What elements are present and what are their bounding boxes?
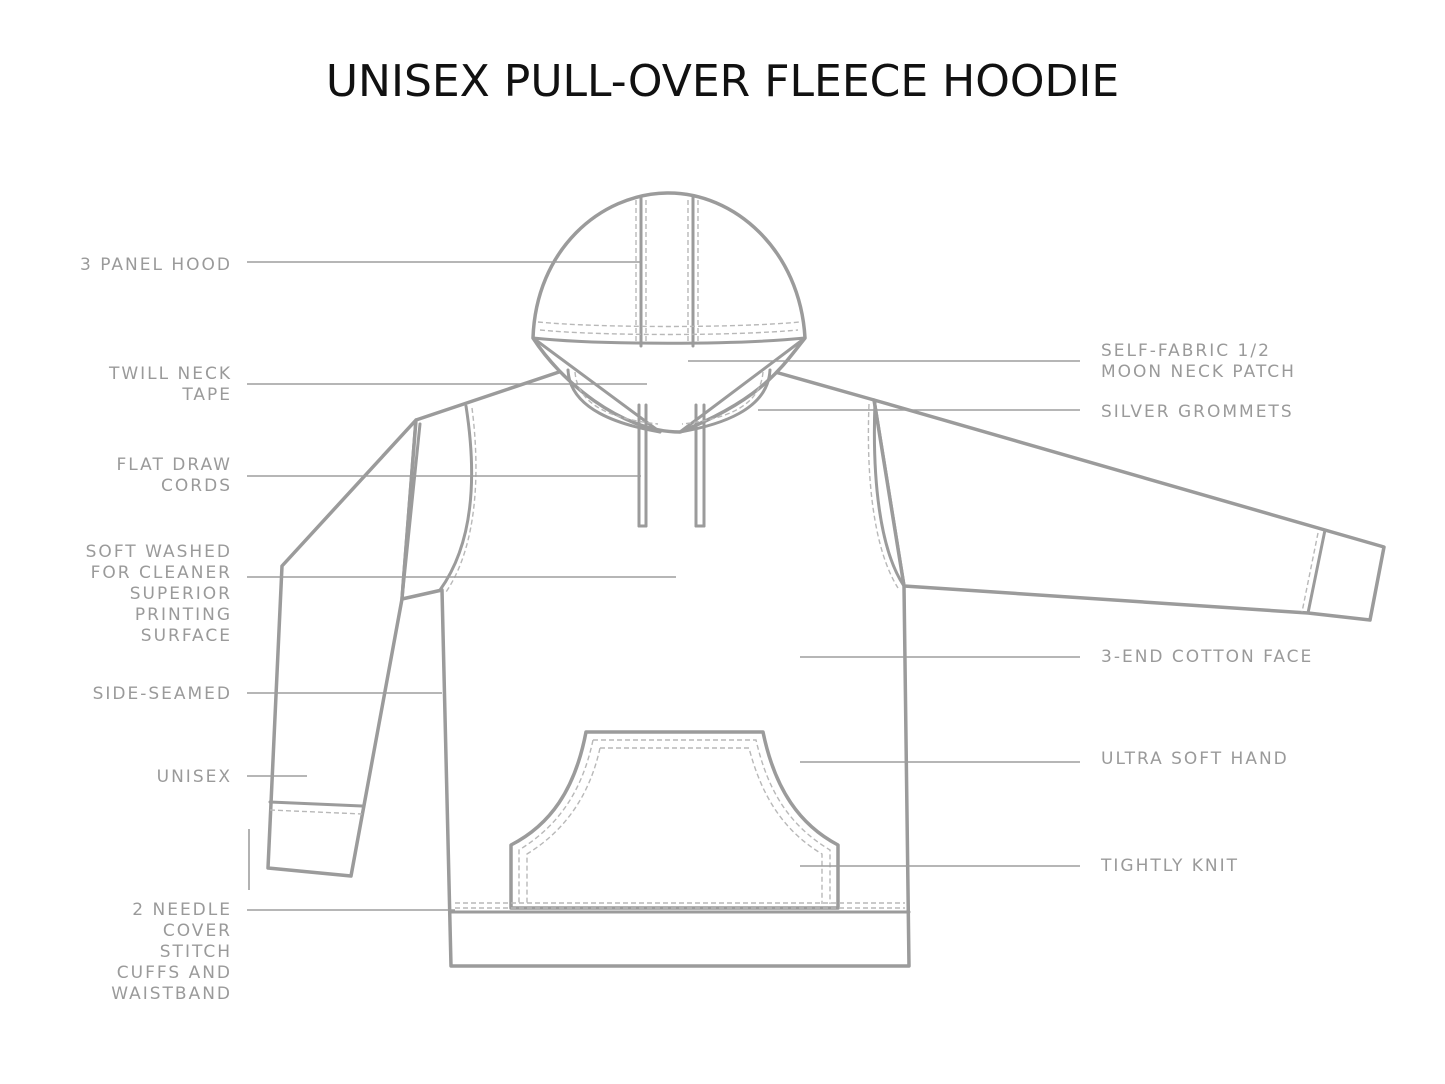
label-neck-patch: SELF-FABRIC 1/2 MOON NECK PATCH <box>1101 341 1296 382</box>
hoodie-outline <box>266 191 1386 968</box>
label-flat-draw-cords: FLAT DRAW CORDS <box>116 455 232 496</box>
label-silver-grommets: SILVER GROMMETS <box>1101 402 1294 422</box>
leader-lines <box>247 261 1080 911</box>
hoodie-detail-lines <box>268 194 1327 914</box>
label-3-panel-hood: 3 PANEL HOOD <box>80 255 232 275</box>
label-2-needle-cover-stitch: 2 NEEDLE COVER STITCH CUFFS AND WAISTBAN… <box>111 900 232 1004</box>
label-twill-neck-tape: TWILL NECK TAPE <box>108 364 232 405</box>
label-cotton-face: 3-END COTTON FACE <box>1101 647 1314 667</box>
left-sleeve <box>266 418 418 878</box>
label-unisex: UNISEX <box>156 767 232 787</box>
stitching <box>269 200 1319 909</box>
kangaroo-pocket <box>509 730 840 910</box>
label-ultra-soft-hand: ULTRA SOFT HAND <box>1101 749 1289 769</box>
label-side-seamed: SIDE-SEAMED <box>92 684 232 704</box>
hood <box>531 191 807 434</box>
label-soft-washed: SOFT WASHED FOR CLEANER SUPERIOR PRINTIN… <box>85 542 232 646</box>
right-sleeve <box>872 398 1386 622</box>
page-title: UNISEX PULL-OVER FLEECE HOODIE <box>325 56 1120 107</box>
label-tightly-knit: TIGHTLY KNIT <box>1101 856 1240 876</box>
